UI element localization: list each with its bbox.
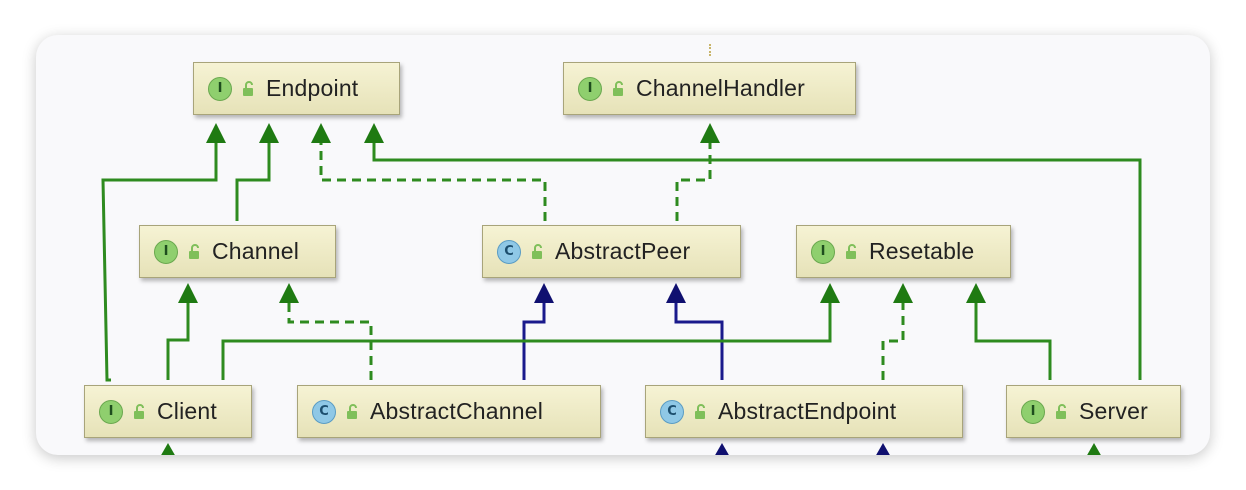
edge-channel-endpoint — [235, 140, 271, 221]
unlocked-icon — [613, 80, 623, 96]
arrowhead — [178, 283, 198, 303]
unlocked-icon — [1056, 403, 1066, 419]
arrowhead — [820, 283, 840, 303]
edge-client-resetable — [221, 301, 832, 380]
node-label: Channel — [212, 238, 300, 264]
interface-badge-icon: I — [1021, 399, 1045, 424]
node-label: ChannelHandler — [636, 75, 806, 101]
arrowhead — [700, 123, 720, 143]
unlocked-icon — [695, 403, 705, 419]
edge-client-endpoint — [101, 140, 218, 382]
edge-abstractendpoint-resetable — [881, 301, 905, 380]
interface-badge-icon: I — [154, 239, 178, 264]
unlocked-icon — [189, 243, 199, 259]
edge-abstractchannel-channel — [287, 301, 373, 380]
unlocked-icon — [846, 243, 856, 259]
arrowhead — [161, 443, 175, 455]
edge-abstractpeer-channelhandler — [675, 140, 712, 221]
arrowhead — [364, 123, 384, 143]
class-badge-icon: C — [312, 399, 336, 424]
node-label: Server — [1079, 398, 1148, 424]
unlocked-icon — [532, 243, 542, 259]
arrowhead — [259, 123, 279, 143]
node-label: AbstractPeer — [555, 238, 691, 264]
arrowhead — [876, 443, 890, 455]
edge-abstractpeer-endpoint — [319, 140, 547, 221]
arrowhead — [206, 123, 226, 143]
edge-server-resetable — [974, 301, 1052, 380]
arrowhead — [666, 283, 686, 303]
edge-abstractendpoint-abstractpeer — [674, 301, 724, 380]
edge-layer — [101, 123, 1142, 455]
arrowhead — [279, 283, 299, 303]
node-abstractendpoint[interactable]: C AbstractEndpoint — [645, 385, 963, 438]
arrowhead — [893, 283, 913, 303]
unlocked-icon — [134, 403, 144, 419]
node-abstractchannel[interactable]: C AbstractChannel — [297, 385, 601, 438]
class-badge-icon: C — [660, 399, 684, 424]
arrowhead — [966, 283, 986, 303]
arrowhead — [311, 123, 331, 143]
arrowhead — [715, 443, 729, 455]
interface-badge-icon: I — [208, 76, 232, 101]
node-channel[interactable]: I Channel — [139, 225, 336, 278]
node-server[interactable]: I Server — [1006, 385, 1181, 438]
unlocked-icon — [347, 403, 357, 419]
edge-abstractchannel-abstractpeer — [522, 301, 546, 380]
node-label: AbstractEndpoint — [718, 398, 897, 424]
interface-badge-icon: I — [578, 76, 602, 101]
node-resetable[interactable]: I Resetable — [796, 225, 1011, 278]
arrowhead — [1087, 443, 1101, 455]
decorative-dots — [709, 44, 713, 56]
node-client[interactable]: I Client — [84, 385, 252, 438]
edge-server-endpoint — [372, 140, 1142, 380]
interface-badge-icon: I — [99, 399, 123, 424]
interface-badge-icon: I — [811, 239, 835, 264]
node-abstractpeer[interactable]: C AbstractPeer — [482, 225, 741, 278]
node-label: AbstractChannel — [370, 398, 544, 424]
node-label: Endpoint — [266, 75, 359, 101]
node-label: Client — [157, 398, 218, 424]
node-endpoint[interactable]: I Endpoint — [193, 62, 400, 115]
unlocked-icon — [243, 80, 253, 96]
node-channelhandler[interactable]: I ChannelHandler — [563, 62, 856, 115]
class-badge-icon: C — [497, 239, 521, 264]
diagram-canvas: I Endpoint I ChannelHandler I Channel C … — [36, 35, 1210, 455]
edge-client-channel — [166, 301, 190, 380]
node-label: Resetable — [869, 238, 975, 264]
arrowhead — [534, 283, 554, 303]
